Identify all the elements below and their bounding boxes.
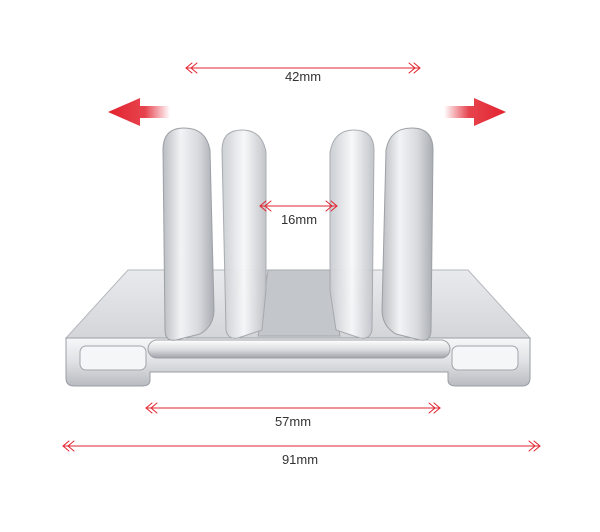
base-hollow-right: [451, 345, 519, 371]
right-inner-plate: [329, 129, 375, 339]
dim-line-16mm: [259, 200, 338, 212]
label-16mm: 16mm: [281, 212, 317, 227]
base-center-rail: [147, 339, 451, 359]
dim-line-42mm: [185, 62, 421, 74]
left-inner-plate: [221, 129, 267, 339]
label-42mm: 42mm: [285, 69, 321, 84]
arrow-left-icon: [108, 98, 170, 126]
stand-base: [64, 269, 532, 387]
label-57mm: 57mm: [275, 414, 311, 429]
left-divider-pair: [162, 127, 267, 341]
center-channel: [257, 269, 341, 337]
arrow-right-icon: [444, 98, 506, 126]
right-divider-pair: [329, 127, 434, 341]
label-91mm: 91mm: [282, 452, 318, 467]
dim-line-91mm: [62, 440, 541, 452]
left-outer-plate: [162, 127, 215, 341]
base-hollow-left: [79, 345, 147, 371]
dim-line-57mm: [145, 402, 441, 414]
right-outer-plate: [381, 127, 434, 341]
